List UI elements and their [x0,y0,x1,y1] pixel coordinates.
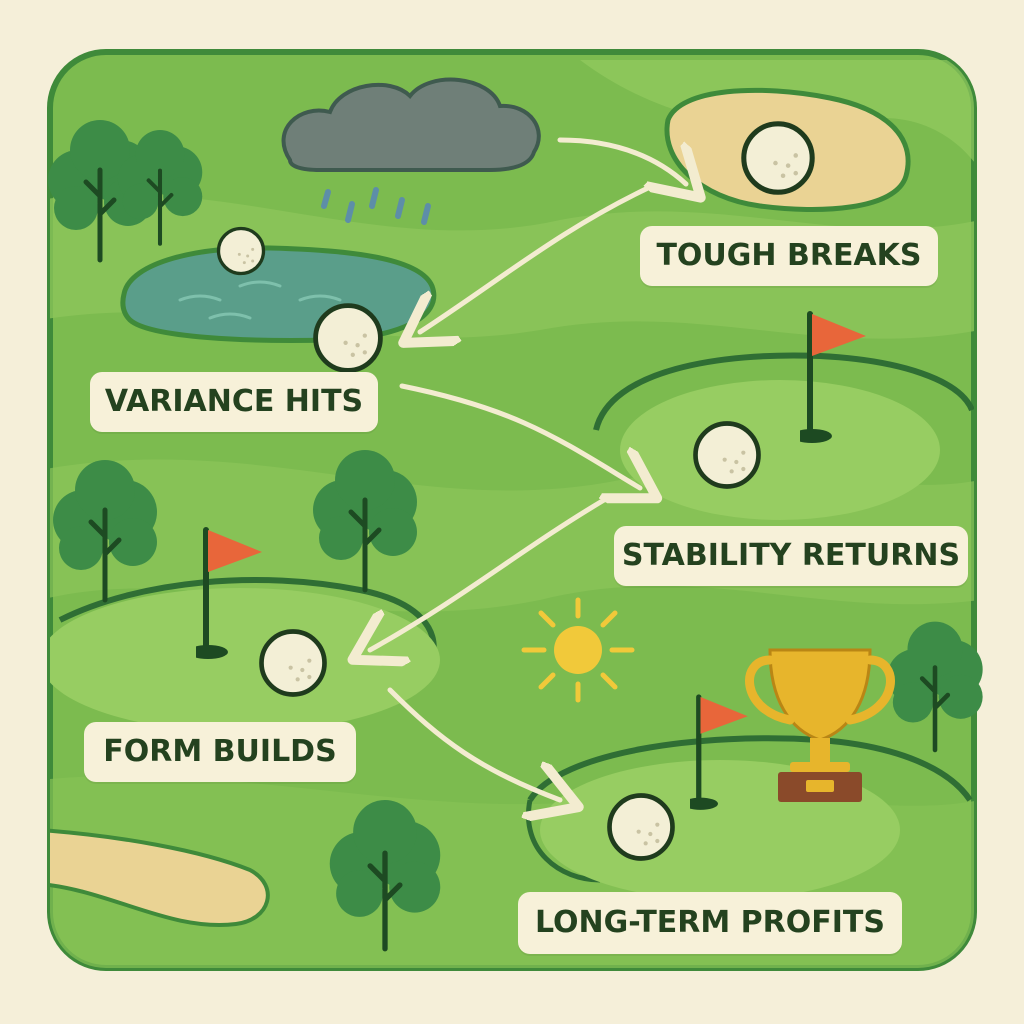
rain-cloud-icon [281,77,541,225]
trophy-icon [745,648,895,802]
flow-arrows [370,137,686,800]
golf-ball-icon [316,306,381,371]
stage-label-long-term-profits: LONG-TERM PROFITS [518,892,902,954]
arrow-icon [557,137,686,184]
arrow-icon [387,687,560,800]
golf-ball-icon [262,632,325,695]
golf-ball-icon [610,796,673,859]
stage-label-variance-hits: VARIANCE HITS [90,372,378,432]
sand-bunker-icon [50,827,270,927]
arrow-icon [420,185,651,332]
golf-ball-icon [696,424,759,487]
arrow-icon [399,383,640,488]
stage-label-tough-breaks: TOUGH BREAKS [640,226,938,286]
pond-icon [120,245,437,343]
sun-icon [521,597,635,703]
arrow-icon [370,497,607,650]
stage-label-stability-returns: STABILITY RETURNS [614,526,968,586]
golf-ball-icon [744,124,812,192]
stage-label-form-builds: FORM BUILDS [84,722,356,782]
golf-ball-icon [216,226,266,276]
